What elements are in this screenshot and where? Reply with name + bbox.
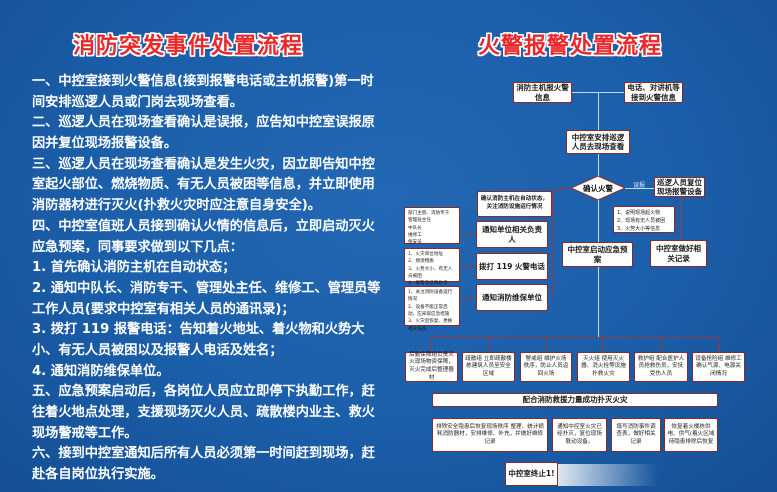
after-fill-report: 填写消防事件调查表，做好相关记录: [611, 418, 661, 452]
connector: [553, 188, 554, 298]
connector: [661, 337, 662, 352]
connector: [553, 188, 571, 189]
connector: [546, 337, 547, 352]
procedure-line: 4. 通知消防维保单位。: [32, 363, 170, 379]
terminate-box: 中控室终止1!: [505, 462, 558, 486]
connector: [598, 200, 599, 337]
procedure-text: 一、中控室接到火警信息(接到报警电话或主机报警)第一时间安排巡逻人员或门岗去现场…: [32, 72, 392, 486]
record-box: 中控室做好相关记录: [650, 240, 707, 267]
connector: [625, 188, 654, 189]
procedure-line: 赴各自岗位执行实施。: [32, 467, 164, 483]
procedure-line: 六、接到中控室通知后所有人员必须第一时间赶到现场，赶: [32, 446, 375, 462]
dispatch-patrol-box: 中控室安排巡逻人员去现场查看: [566, 130, 630, 154]
procedure-line: 间安排巡逻人员或门岗去现场查看。: [32, 94, 243, 110]
cooperate-box: 配合消防救援力量成功扑灭火灾: [432, 393, 718, 407]
connector: [460, 266, 476, 267]
connector: [598, 154, 599, 176]
connector: [460, 234, 476, 235]
connector: [460, 298, 476, 299]
confirm-label: 确认火警: [583, 183, 613, 193]
procedure-line: 因并复位现场报警设备。: [32, 136, 178, 152]
right-title: 火警报警处置流程: [478, 34, 663, 59]
procedure-line: 3. 拨打 119 报警电话：告知着火地址、着火物和火势大: [32, 322, 365, 338]
procedure-line: 2. 通知中队长、消防专干、管理处主任、维修工、管理员等: [32, 280, 381, 296]
procedure-line: 三、巡逻人员在现场查看确认是发生火灾，因立即告知中控: [32, 156, 375, 172]
notify-maintenance-box: 通知消防维保单位: [476, 284, 548, 311]
confirm-diamond: 确认火警: [571, 176, 625, 200]
procedure-line: 工作人员(要求中控室有相关人员的通讯录)；: [32, 301, 295, 317]
procedure-line: 现场警戒等工作。: [32, 425, 138, 441]
connector: [598, 92, 599, 130]
reset-device-box: 巡逻人员复位现场报警设备: [654, 177, 705, 197]
connector: [488, 337, 489, 352]
host-alarm-box: 消防主机报火警信息: [513, 82, 572, 103]
call-119-box: 拨打 119 火警电话: [476, 253, 548, 280]
procedure-line: 五、应急预案启动后，各岗位人员应立即停下执勤工作，赶: [32, 384, 375, 400]
confirm-host-box: 确认消防主机在自动状态，关注消防设施运行情况: [477, 191, 552, 217]
procedure-line: 一、中控室接到火警信息(接到报警电话或主机报警)第一时: [32, 74, 374, 89]
procedure-line: 四、中控室值班人员接到确认火情的信息后，立即启动灭火: [32, 218, 375, 234]
connector: [432, 337, 719, 338]
call-119-notes: 1、火灾单位地址 2、燃烧物质 3、火势大小、有无人员被困 4、报警电话和姓名: [404, 248, 460, 286]
maintenance-notes: 1、关注消防设备运行情况 2、设备不能正常启动，应采取应急措施 3、火灾后恢复、…: [404, 286, 460, 332]
procedure-line: 二、巡逻人员在现场查看确认是误报，应告知中控室误报原: [32, 115, 375, 131]
connector: [718, 337, 719, 352]
procedure-line: 室起火部位、燃烧物质、有无人员被困等信息，并立即使用: [32, 177, 375, 193]
procedure-line: 消防器材进行灭火(扑救火灾时应注意自身安全)。: [32, 198, 321, 214]
procedure-line: 应急预案，同事要求做到以下几点：: [32, 239, 243, 255]
connector: [603, 337, 604, 352]
connector: [431, 337, 432, 352]
notify-manager-box: 通知单位相关负责人: [476, 221, 548, 248]
team-rescue: 救护组 配合医护人员抢救伤员，安抚受伤人员: [634, 352, 688, 382]
after-restore-order: 排除安全隐患后恢复现场秩序 整理、统计损耗消防器材，安排维修、补充，并做好维修记…: [432, 418, 548, 452]
team-cordon: 警戒组 维护火场秩序，防止人员返回火场: [520, 352, 572, 382]
glow-overlay: [558, 464, 658, 486]
after-notify-control: 通知中控室火灾已经扑灭，复位现场联动设备。: [552, 418, 607, 452]
procedure-line: 1. 首先确认消防主机在自动状态；: [32, 260, 236, 276]
phone-alarm-box: 电话、对讲机等接到火警信息: [624, 82, 683, 103]
start-plan-box: 中控室启动应急预案: [562, 242, 633, 267]
connector: [680, 197, 681, 240]
procedure-line: 往着火地点处理，支援现场灭火人员、疏散楼内业主、救火: [32, 405, 375, 420]
left-title: 消防突发事件处置流程: [73, 34, 304, 59]
false-alarm-label: 误报: [633, 182, 646, 189]
team-equipment: 设备抢险组 维修工确认气源、电源关闭情况: [692, 352, 745, 382]
team-logistics: 后勤保障组负责灭火现场物资保障，灭火完成后整理器材: [405, 352, 458, 382]
procedure-line: 小、有无人员被困以及报警人电话及姓名；: [32, 342, 283, 358]
team-firefighting: 灭火组 使用灭火器、消火栓等设施扑救火灾: [577, 352, 630, 382]
manager-notes: 部门主管、消防专干 管理处主任 中队长 维修工 保安员: [404, 207, 460, 245]
after-restore-power: 恢复着火楼栋供电、供气(着火区域待隐患排除后恢复: [664, 418, 718, 452]
team-evacuation: 疏散组 立即疏散楼栋建筑人员至安全区域: [462, 352, 515, 382]
report-info-box: 1、说明现场起火物 2、现场有无人员被困 3、火势大小等信息: [613, 206, 675, 233]
